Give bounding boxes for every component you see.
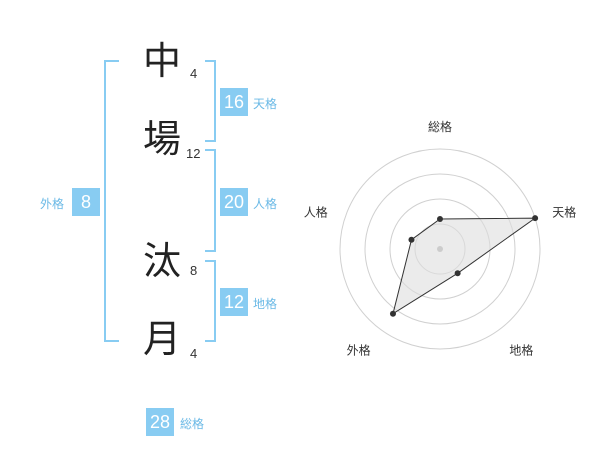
gaikaku-bracket (104, 60, 119, 342)
jinkaku-bracket (205, 149, 216, 252)
radar-chart: 総格 天格 地格 外格 人格 (304, 119, 576, 358)
radar-points (389, 215, 539, 317)
radar-ring (339, 148, 541, 350)
gaikaku-label: 外格 (40, 197, 65, 211)
radar-axis-label: 外格 (347, 343, 371, 358)
soukaku-value: 28 (146, 408, 174, 436)
gaikaku-value: 8 (72, 188, 100, 216)
chikaku-value: 12 (220, 288, 248, 316)
name-char-4: 月 (143, 317, 182, 361)
name-char-2: 場 (143, 117, 182, 161)
name-char-2-strokes: 12 (186, 146, 201, 161)
chikaku-bracket (205, 260, 216, 342)
radar-ring (364, 173, 516, 325)
radar-axis-label: 人格 (304, 205, 328, 220)
name-char-4-strokes: 4 (190, 346, 198, 361)
tenkaku-label: 天格 (253, 97, 278, 111)
name-char-1: 中 (143, 39, 182, 83)
radar-point (408, 236, 415, 243)
radar-point (454, 270, 461, 277)
name-char-3-strokes: 8 (190, 263, 198, 278)
radar-axis-label: 天格 (552, 205, 576, 220)
radar-point (437, 216, 443, 222)
tenkaku-value: 16 (220, 88, 248, 116)
name-char-1-strokes: 4 (190, 66, 198, 81)
radar-polygon (392, 217, 537, 315)
radar-point (532, 215, 539, 222)
radar-center-dot (437, 246, 443, 252)
radar-axis-label: 総格 (428, 119, 452, 134)
chikaku-label: 地格 (253, 297, 278, 311)
soukaku-label: 総格 (180, 417, 205, 431)
radar-axis-label: 地格 (509, 343, 533, 358)
jinkaku-value: 20 (220, 188, 248, 216)
tenkaku-bracket (205, 60, 216, 142)
radar-point (389, 310, 396, 317)
name-char-3: 汰 (143, 239, 182, 283)
jinkaku-label: 人格 (253, 197, 278, 211)
